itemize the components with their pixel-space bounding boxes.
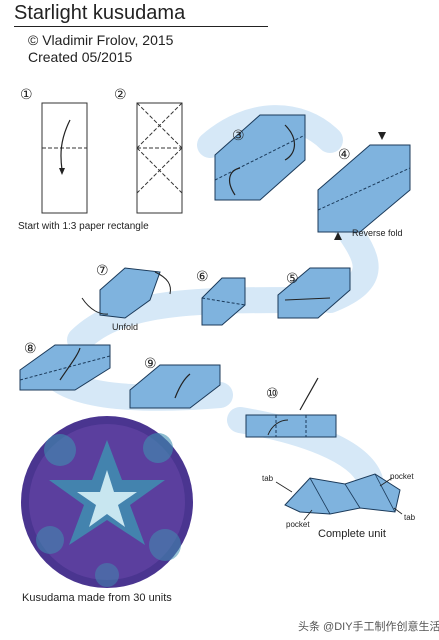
step-1-diagram: [41, 102, 88, 214]
page-title: Starlight kusudama: [14, 2, 186, 24]
step-2-number: ②: [114, 86, 127, 102]
caption-unfold: Unfold: [112, 322, 139, 332]
step-10-number: ⑩: [266, 385, 279, 401]
step-8-diagram: [19, 344, 111, 391]
caption-kusudama: Kusudama made from 30 units: [22, 592, 172, 604]
caption-start: Start with 1:3 paper rectangle: [18, 221, 149, 232]
step-8-number: ⑧: [24, 340, 37, 356]
step-9-diagram: [129, 364, 221, 409]
caption-complete-unit: Complete unit: [318, 528, 386, 540]
step-5-number: ⑤: [286, 270, 299, 286]
step-6-number: ⑥: [196, 268, 209, 284]
step-6-diagram: [201, 277, 246, 326]
step-3-number: ③: [232, 127, 245, 143]
step-10-diagram: [245, 377, 337, 438]
step-4-diagram: [317, 132, 411, 240]
step-1-number: ①: [20, 86, 33, 102]
kusudama-ball-image: [21, 416, 193, 588]
title-underline: [14, 26, 268, 27]
caption-pocket-left: pocket: [286, 520, 310, 529]
step-4-number: ④: [338, 146, 351, 162]
step-7-number: ⑦: [96, 262, 109, 278]
caption-tab-left: tab: [262, 474, 274, 483]
step-7-diagram: [81, 267, 171, 319]
created-date: Created 05/2015: [28, 49, 133, 65]
caption-pocket-right: pocket: [390, 472, 414, 481]
step-9-number: ⑨: [144, 355, 157, 371]
step-2-diagram: [136, 102, 183, 214]
caption-reverse-fold: Reverse fold: [352, 228, 403, 238]
step-3-diagram: [214, 114, 306, 201]
complete-unit-diagram: [275, 473, 403, 521]
watermark-text: 头条 @DIY手工制作创意生活: [298, 621, 439, 633]
step-5-diagram: [277, 267, 351, 319]
caption-tab-right: tab: [404, 513, 416, 522]
author-credit: © Vladimir Frolov, 2015: [28, 32, 174, 48]
